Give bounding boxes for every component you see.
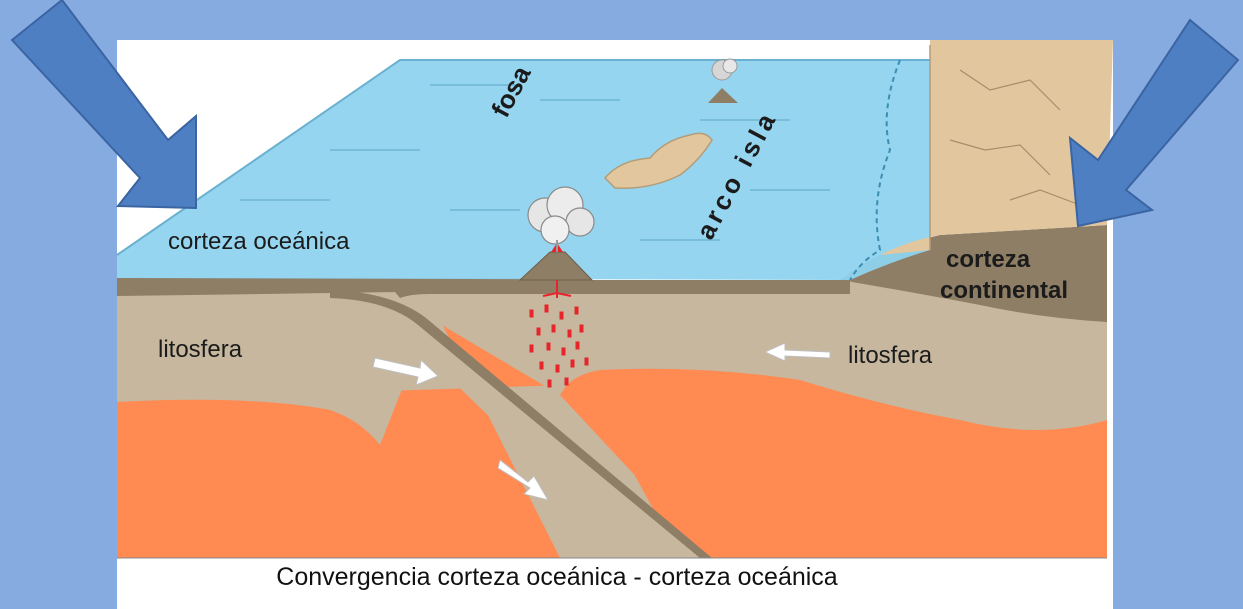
lithosphere-left-label: litosfera xyxy=(158,336,242,364)
diagram-caption: Convergencia corteza oceánica - corteza … xyxy=(117,563,997,592)
lithosphere-right-label: litosfera xyxy=(848,342,932,370)
left-blue-arrow-icon xyxy=(12,0,196,208)
oceanic-crust-label: corteza oceánica xyxy=(168,228,349,256)
continental-crust-label-line2: continental xyxy=(940,277,1068,305)
continental-crust-label-line1: corteza xyxy=(946,246,1030,274)
